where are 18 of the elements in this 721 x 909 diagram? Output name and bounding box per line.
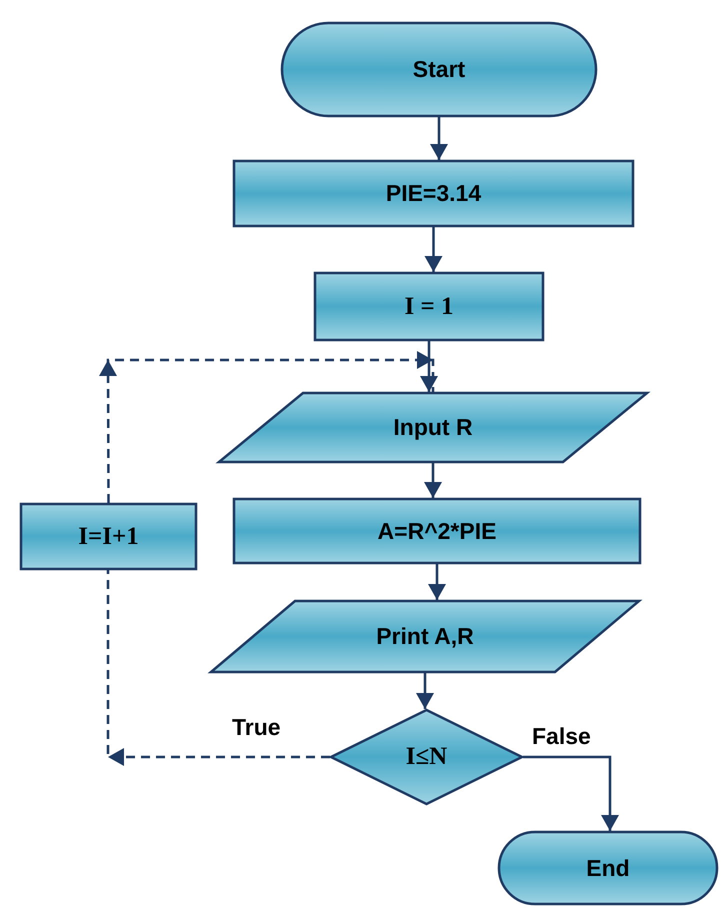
terminal-label: Start bbox=[412, 56, 466, 83]
process-label: PIE=3.14 bbox=[386, 180, 482, 207]
process-label: A=R^2*PIE bbox=[378, 518, 496, 544]
input-output-label: Input R bbox=[393, 414, 473, 441]
dashed-arrow bbox=[99, 351, 434, 503]
dashed-arrow bbox=[106, 570, 330, 766]
arrow bbox=[420, 341, 438, 392]
arrow bbox=[416, 673, 434, 709]
arrow bbox=[424, 463, 442, 498]
arrow bbox=[424, 227, 442, 272]
decision-label: I≤N bbox=[406, 743, 448, 771]
arrow bbox=[523, 756, 619, 831]
input-output-label: Print A,R bbox=[376, 623, 474, 650]
process-label: I = 1 bbox=[404, 292, 454, 320]
arrow bbox=[430, 117, 448, 160]
arrow bbox=[428, 564, 446, 600]
terminal-label: End bbox=[586, 854, 630, 882]
process-label: I=I+1 bbox=[78, 522, 139, 550]
